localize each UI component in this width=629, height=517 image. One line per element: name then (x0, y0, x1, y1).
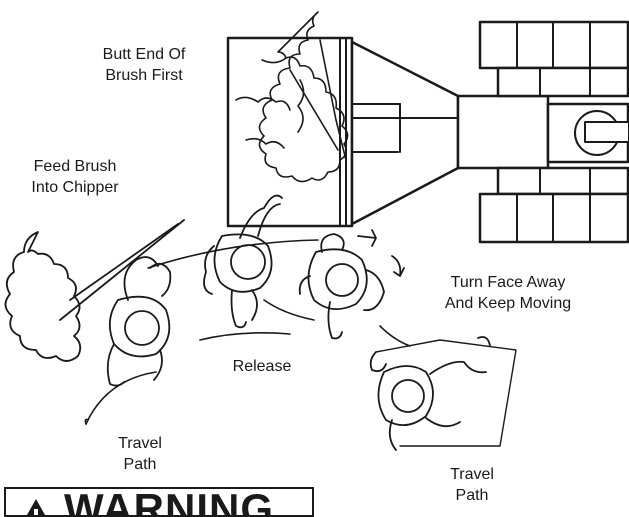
travel-path-right-line-1: Travel (450, 466, 494, 483)
turn-face-line-2: And Keep Moving (444, 295, 572, 312)
worker-turning-away (298, 229, 405, 340)
butt-end-line-1: Butt End Of (102, 46, 186, 63)
butt-end-line-2: Brush First (105, 67, 183, 84)
chipper-machine (226, 20, 629, 244)
warning-banner: WARNING (4, 487, 314, 517)
worker-releasing (203, 194, 283, 329)
travel-path-left-label: Travel Path (100, 433, 180, 475)
warning-triangle-icon (27, 499, 45, 515)
feed-brush-line-1: Feed Brush (33, 158, 117, 175)
travel-path-right-line-2: Path (455, 487, 489, 504)
brush-in-hopper (235, 11, 349, 183)
travel-path-left-line-2: Path (123, 456, 157, 473)
turn-face-line-1: Turn Face Away (450, 274, 566, 291)
feed-brush-line-2: Into Chipper (31, 179, 119, 196)
warning-text: WARNING (64, 487, 274, 517)
release-label: Release (232, 358, 292, 375)
travel-path-lines (84, 239, 411, 425)
feed-brush-label: Feed Brush Into Chipper (10, 156, 140, 198)
worker-moving-away (369, 336, 517, 451)
travel-path-left-line-1: Travel (118, 435, 162, 452)
turn-face-label: Turn Face Away And Keep Moving (418, 272, 598, 314)
worker-feeding (4, 219, 185, 387)
butt-end-label: Butt End Of Brush First (70, 44, 218, 86)
travel-path-right-label: Travel Path (432, 464, 512, 506)
